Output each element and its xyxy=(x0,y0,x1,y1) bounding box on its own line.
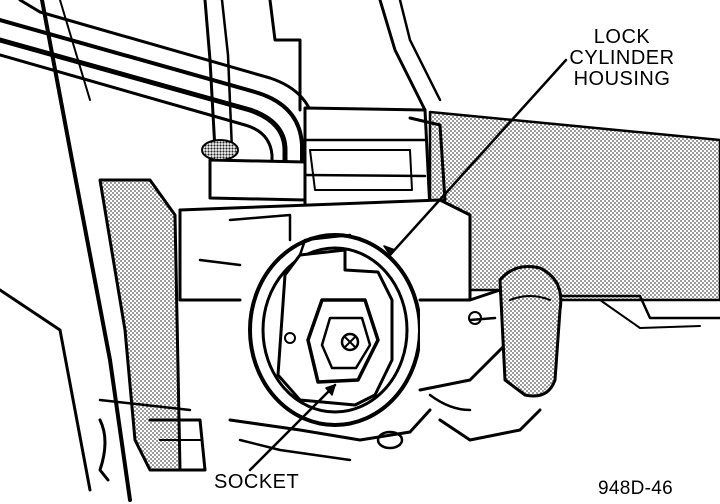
lock-cylinder-housing-label: LOCK CYLINDER HOUSING xyxy=(569,26,675,90)
column-shroud xyxy=(98,178,182,472)
dash-panel xyxy=(428,110,720,302)
wiring-tube xyxy=(0,37,288,173)
figure-number: 948D-46 xyxy=(598,478,673,499)
leader-lock-cylinder-housing xyxy=(388,58,568,257)
turn-signal-lever xyxy=(498,265,563,398)
leader-socket xyxy=(248,383,337,472)
socket-label: SOCKET xyxy=(214,471,300,493)
